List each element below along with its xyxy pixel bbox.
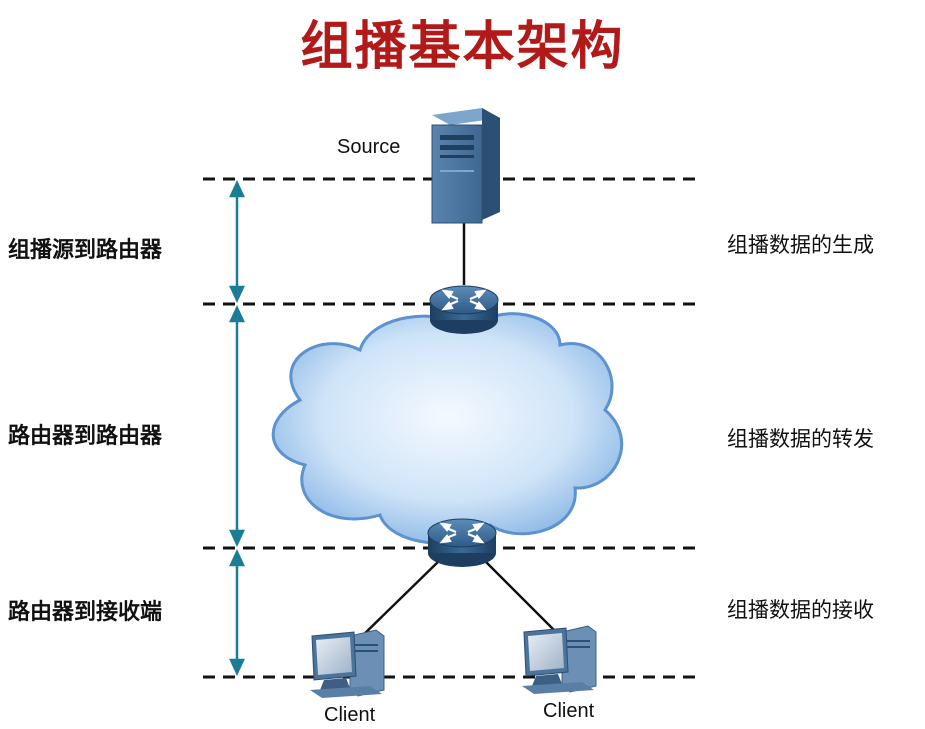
router-icon xyxy=(429,285,499,334)
source-label: Source xyxy=(337,136,401,158)
client-left-label: Client xyxy=(324,704,376,726)
right-label-receiving: 组播数据的接收 xyxy=(727,598,874,622)
server-icon xyxy=(431,108,500,224)
connection-lines xyxy=(357,222,557,641)
right-label-forwarding: 组播数据的转发 xyxy=(727,427,874,451)
client-right-label: Client xyxy=(543,700,595,722)
left-label-router-to-router: 路由器到路由器 xyxy=(8,424,163,449)
router-icon xyxy=(427,518,497,567)
page-title: 组播基本架构 xyxy=(300,17,625,77)
left-label-router-to-receiver: 路由器到接收端 xyxy=(8,600,163,625)
cloud-icon xyxy=(271,312,624,545)
double-arrow-icon xyxy=(229,180,245,676)
left-label-source-to-router: 组播源到路由器 xyxy=(8,238,163,263)
right-label-generation: 组播数据的生成 xyxy=(727,233,874,257)
client-pc-icon xyxy=(522,625,597,694)
client-pc-icon xyxy=(310,629,385,698)
